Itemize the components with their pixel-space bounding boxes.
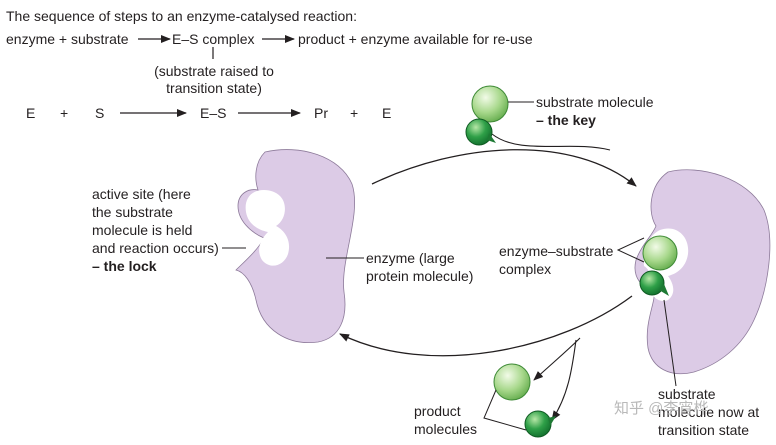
label-active-site-2: the substrate [92,204,173,220]
product-large-sphere [493,363,531,401]
label-active-site-4: and reaction occurs) [92,240,219,256]
label-the-lock: – the lock [92,258,157,274]
arrow-complex-to-enzyme [339,295,633,357]
eq-note-line2: transition state) [166,80,262,96]
leader-es-complex [616,237,645,263]
heading: The sequence of steps to an enzyme-catal… [6,8,357,24]
label-enzyme-1: enzyme (large [366,250,455,266]
label-transition-3: transition state [658,422,750,438]
product-small-sphere [524,410,552,438]
enzyme-shape-left [235,149,356,344]
product-small-point [548,416,556,426]
eq-product-enzyme: product + enzyme available for re-use [298,31,533,47]
watermark: 知乎 @李宵桦 [614,400,709,417]
eq-note-line1: (substrate raised to [154,63,274,79]
complex-small-sphere [639,270,665,296]
complex-small-point [659,284,669,296]
label-product-2: molecules [414,421,478,437]
short-plus1: + [60,105,69,121]
label-active-site-3: molecule is held [92,222,193,238]
short-e2: E [382,105,392,121]
eq-es-complex: E–S complex [172,31,255,47]
label-substrate-molecule: substrate molecule [536,94,654,110]
substrate-large-sphere [471,85,509,123]
arrow-substrate-into-complex [491,133,611,151]
label-es-complex-1: enzyme–substrate [499,243,614,259]
enzyme-shape-right [634,169,771,375]
substrate-small-sphere [465,118,493,146]
label-transition-1: substrate [658,386,716,402]
label-active-site-1: active site (here [92,186,191,202]
short-pr: Pr [314,105,328,121]
complex-large-sphere [642,235,678,271]
label-product-1: product [414,403,461,419]
label-the-key: – the key [536,112,596,128]
label-es-complex-2: complex [499,261,552,277]
arrow-to-product-1 [533,337,581,381]
short-es: E–S [200,105,227,121]
short-plus2: + [350,105,359,121]
leader-transition [663,299,677,387]
short-s: S [95,105,105,121]
eq-enzyme-substrate: enzyme + substrate [6,31,129,47]
substrate-small-point [487,133,496,143]
label-enzyme-2: protein molecule) [366,268,474,284]
arrow-enzyme-to-complex [371,149,637,187]
active-site-cavity [245,190,290,266]
label-transition-2: molecule now at [658,404,760,420]
leader-product [483,389,527,431]
arrow-to-product-2 [551,339,577,421]
short-e1: E [26,105,36,121]
